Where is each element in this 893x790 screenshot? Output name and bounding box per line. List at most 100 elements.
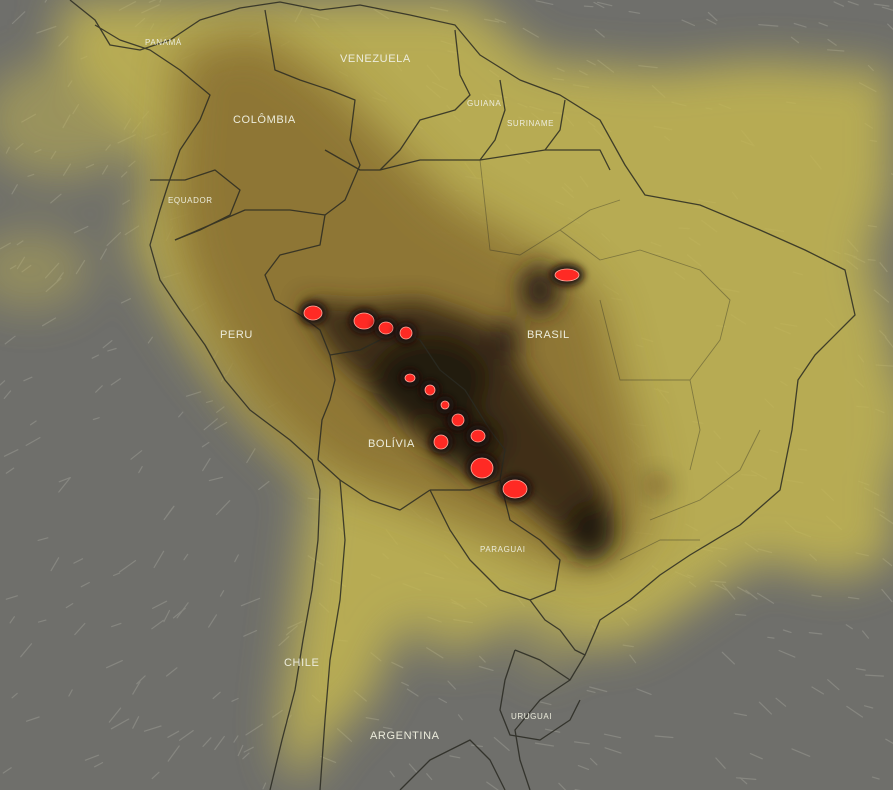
wind-streak [391, 661, 404, 669]
wind-streak [201, 441, 210, 448]
label-venezuela: VENEZUELA [340, 53, 411, 65]
wind-streak [166, 667, 178, 677]
wind-streak [120, 171, 128, 178]
wind-streak [594, 29, 605, 38]
border-guiana-suriname [479, 79, 506, 161]
wind-streak [586, 689, 596, 694]
wind-streak [179, 729, 194, 741]
wind-streak [93, 761, 104, 768]
wind-streak [577, 764, 590, 771]
wind-streak [365, 716, 380, 721]
wind-streak [449, 755, 461, 759]
wind-streak [818, 22, 829, 27]
wind-streak [106, 231, 122, 246]
wind-streak [111, 622, 122, 628]
wind-streak [767, 636, 775, 639]
wind-streak [873, 3, 890, 7]
wind-streak [855, 667, 866, 671]
wind-streak [879, 262, 888, 273]
border-bolivia-south [317, 459, 431, 511]
wind-streak [234, 554, 239, 563]
wind-streak [242, 752, 250, 760]
border-paraguay [429, 479, 561, 601]
wind-streak [401, 681, 409, 687]
wind-streak [119, 559, 137, 573]
wind-streak [586, 59, 596, 66]
fire-hotspot [433, 434, 449, 450]
country-labels: PANAMÁ VENEZUELA COLÔMBIA GUIANA SURINAM… [145, 38, 570, 742]
wind-streak [3, 449, 19, 457]
wind-streak [654, 735, 674, 739]
wind-streak [426, 773, 433, 781]
wind-streak [382, 726, 393, 730]
wind-streak [629, 654, 637, 664]
wind-streak [847, 0, 859, 6]
wind-streak [389, 770, 395, 778]
label-brasil: BRASIL [527, 329, 570, 341]
wind-streak [603, 733, 622, 739]
wind-streak [108, 707, 122, 723]
wind-streak [237, 744, 244, 757]
wind-streak [132, 716, 140, 729]
wind-streak [231, 697, 239, 702]
brazil-state-lines [479, 159, 761, 561]
wind-streak [589, 757, 598, 766]
wind-streak [68, 689, 73, 697]
wind-streak [258, 480, 270, 490]
wind-streak [539, 701, 552, 706]
wind-streak [99, 248, 108, 260]
wind-streak [478, 665, 494, 672]
wind-streak [336, 728, 353, 742]
wind-streak [471, 744, 483, 748]
wind-streak [544, 728, 561, 733]
wind-streak [320, 755, 337, 764]
wind-streak [457, 714, 463, 721]
wind-streak [212, 691, 221, 700]
wind-streak [23, 376, 33, 382]
wind-streak [9, 616, 15, 624]
wind-streak [11, 184, 18, 195]
wind-streak [733, 712, 748, 717]
wind-streak [233, 735, 239, 743]
fire-hotspot [303, 305, 323, 321]
border-colombia-venezuela [264, 9, 361, 216]
wind-streak [622, 644, 634, 648]
wind-streak [112, 572, 121, 577]
wind-streak [589, 686, 608, 693]
wind-streak [3, 390, 12, 399]
wind-streak [721, 583, 736, 600]
wind-streak [30, 420, 37, 426]
border-uruguay [499, 649, 581, 741]
wind-streak [186, 391, 202, 397]
wind-streak [183, 553, 189, 561]
border-venezuela-guiana [379, 29, 471, 171]
wind-streak [262, 782, 267, 790]
wind-streak [73, 558, 84, 564]
wind-streak [214, 735, 225, 751]
wind-streak [707, 11, 718, 22]
fire-hotspot [353, 312, 375, 330]
wind-streak [406, 688, 419, 697]
wind-streak [240, 597, 261, 607]
wind-streak [37, 619, 47, 623]
wind-streak [847, 596, 860, 600]
wind-streak [136, 675, 146, 685]
wind-streak [5, 467, 15, 474]
wind-streak [107, 347, 117, 352]
fire-hotspot [378, 321, 394, 335]
wind-streak [110, 718, 130, 730]
wind-streak [775, 697, 787, 707]
wind-streak [278, 635, 290, 647]
wind-streak [272, 709, 283, 718]
wind-streak [638, 65, 658, 69]
fire-hotspot [451, 413, 465, 427]
wind-streak [758, 701, 773, 715]
wind-streak [110, 378, 121, 386]
coastline [69, 0, 856, 790]
wind-streak [628, 10, 641, 14]
wind-streak [246, 448, 256, 464]
wind-streak [865, 674, 885, 677]
wind-streak [871, 776, 880, 780]
wind-streak [535, 0, 554, 6]
